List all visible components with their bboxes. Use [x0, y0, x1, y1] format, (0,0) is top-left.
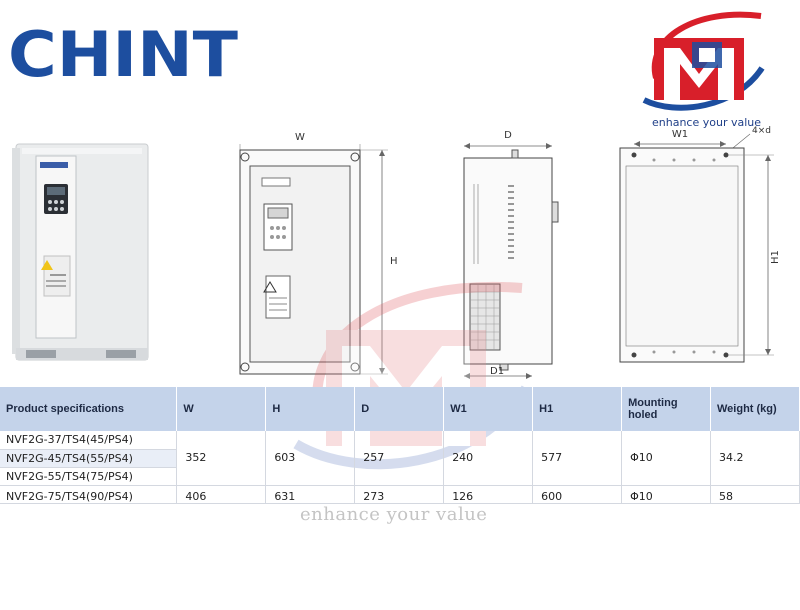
svg-text:D: D — [504, 130, 512, 141]
svg-text:W1: W1 — [672, 129, 688, 140]
w-cell: 406 — [176, 485, 267, 504]
svg-text:CHINT: CHINT — [8, 24, 238, 84]
table-header-row: Product specifications W H D W1 H1 Mount… — [0, 387, 800, 431]
col-header-w1: W1 — [443, 387, 534, 431]
table-row: NVF2G-55/TS4(75/PS4) — [0, 467, 800, 486]
back-view-drawing: W1 4×d H1 — [619, 126, 781, 363]
h-cell: 631 — [265, 485, 356, 504]
table-row: NVF2G-45/TS4(55/PS4) — [0, 449, 800, 468]
mp-tagline: enhance your value — [652, 116, 762, 129]
chint-logo: CHINT — [8, 24, 238, 84]
svg-text:D1: D1 — [490, 366, 504, 377]
w1-cell: 240 — [443, 431, 534, 486]
hole-cell: Φ10 — [621, 485, 711, 504]
model-cell: NVF2G-37/TS4(45/PS4) — [0, 431, 178, 450]
h-cell: 603 — [265, 431, 356, 486]
col-header-product: Product specifications — [0, 387, 178, 431]
model-cell: NVF2G-45/TS4(55/PS4) — [0, 449, 178, 468]
h1-cell: 600 — [532, 485, 623, 504]
col-header-w: W — [176, 387, 267, 431]
table-row: NVF2G-75/TS4(90/PS4) 406 631 273 126 600… — [0, 485, 800, 504]
weight-cell: 58 — [710, 485, 800, 504]
w1-cell: 126 — [443, 485, 534, 504]
w-cell: 352 — [176, 431, 267, 486]
weight-cell: 34.2 — [710, 431, 800, 486]
col-header-h: H — [265, 387, 356, 431]
model-cell: NVF2G-55/TS4(75/PS4) — [0, 467, 178, 486]
watermark-tagline: enhance your value — [300, 504, 488, 525]
d-cell: 273 — [354, 485, 445, 504]
table-row: NVF2G-37/TS4(45/PS4) 352 603 257 240 577… — [0, 431, 800, 486]
model-cell: NVF2G-75/TS4(90/PS4) — [0, 485, 178, 504]
front-view-drawing: W H — [239, 132, 398, 375]
spec-table: Product specifications W H D W1 H1 Mount… — [0, 387, 800, 504]
side-view-drawing: D D1 — [463, 130, 559, 379]
col-header-h1: H1 — [532, 387, 623, 431]
spec-table-container: Product specifications W H D W1 H1 Mount… — [0, 387, 800, 505]
hole-cell: Φ10 — [621, 431, 711, 486]
svg-text:H: H — [390, 256, 398, 267]
col-header-mounting: Mounting holed — [621, 387, 711, 431]
svg-text:W: W — [295, 132, 305, 143]
svg-text:4×d: 4×d — [752, 126, 771, 136]
d-cell: 257 — [354, 431, 445, 486]
col-header-d: D — [354, 387, 445, 431]
col-header-weight: Weight (kg) — [710, 387, 800, 431]
h1-cell: 577 — [532, 431, 623, 486]
svg-text:H1: H1 — [770, 250, 781, 264]
mp-logo — [642, 11, 765, 111]
inverter-photo — [12, 143, 149, 361]
